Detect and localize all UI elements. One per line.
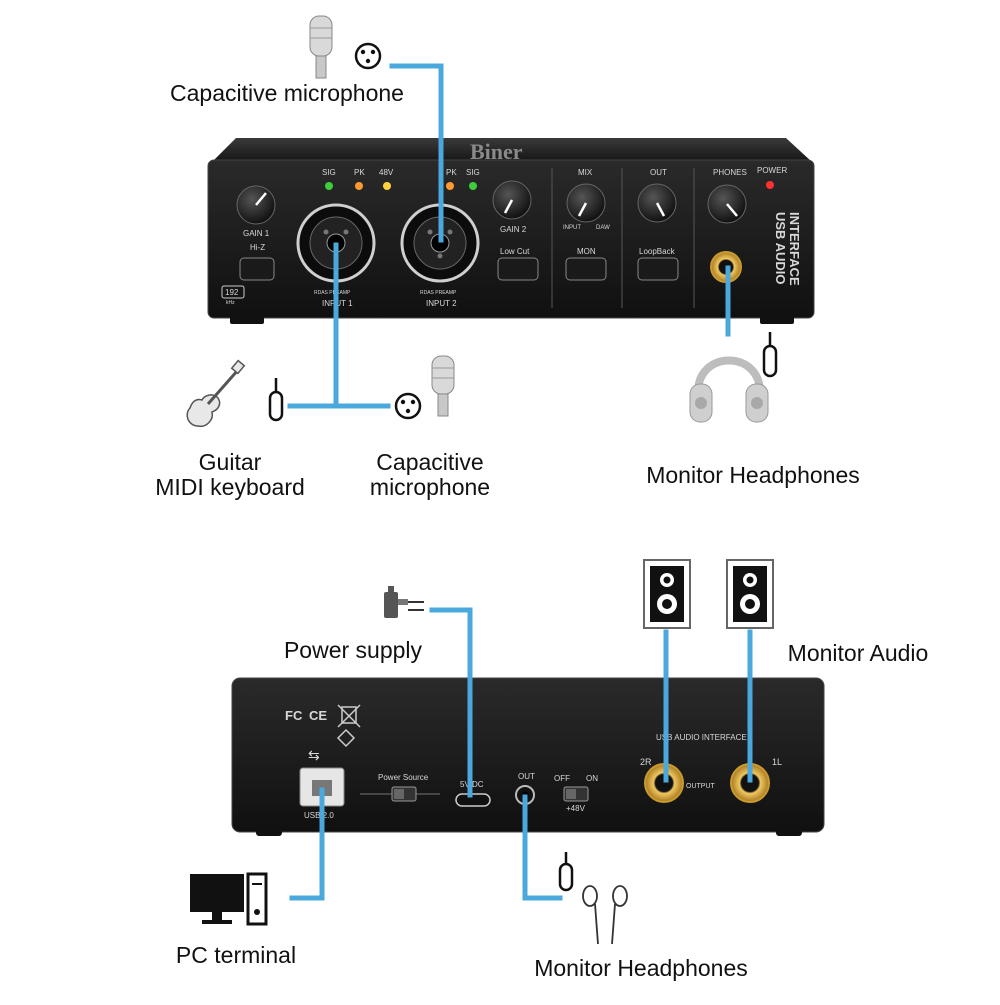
led-label-power: POWER: [757, 166, 787, 175]
guitar-icon: [186, 359, 246, 428]
label-capacitive: Capacitive: [376, 449, 484, 475]
rear-foot-right: [776, 826, 802, 836]
capacitive-microphone-icon: [431, 355, 455, 417]
jack-plug-icon: [762, 332, 778, 378]
usb-c-power-port[interactable]: [455, 793, 491, 807]
phones-knob[interactable]: [707, 184, 747, 224]
sample-rate-value: 192: [225, 288, 239, 297]
gain1-knob[interactable]: [236, 185, 276, 225]
sample-rate-badge: [221, 285, 245, 299]
hiz-button[interactable]: [239, 257, 275, 281]
power-source-switch[interactable]: [360, 786, 440, 802]
pk-led-left: [355, 182, 363, 190]
brand-logo: Biner: [470, 139, 523, 164]
usb-label: USB 2.0: [304, 811, 334, 820]
vertical-title-line2: INTERFACE: [787, 212, 802, 286]
weee-bin-icon: [337, 704, 361, 728]
phones-label: PHONES: [713, 168, 747, 177]
cert-ce: CE: [309, 708, 327, 723]
rcm-mark-icon: [336, 728, 356, 748]
output-2r-label: 2R: [640, 757, 652, 767]
gain2-label: GAIN 2: [500, 225, 527, 234]
low-cut-label: Low Cut: [500, 247, 530, 256]
capacitive-microphone-icon: [309, 15, 333, 79]
hiz-label: Hi-Z: [250, 243, 265, 252]
mix-label: MIX: [578, 168, 593, 177]
loopback-label: LoopBack: [639, 247, 676, 256]
label-monitor-audio: Monitor Audio: [787, 640, 929, 666]
led-label-sig-left: SIG: [322, 168, 336, 177]
label-power-supply: Power supply: [283, 637, 423, 663]
input1-preamp-label: RDAS PREAMP: [314, 290, 351, 296]
cable-mic-to-input2: [389, 63, 444, 243]
front-cables: [287, 63, 731, 409]
cert-fc: FC: [285, 708, 303, 723]
pc-computer-icon: [190, 872, 268, 926]
cable-rear-out-headphones: [522, 794, 563, 901]
gain1-label: GAIN 1: [243, 229, 270, 238]
power-led: [766, 181, 774, 189]
phantom-on-label: ON: [586, 774, 598, 783]
input2-label: INPUT 2: [426, 299, 457, 308]
rear-foot-left: [256, 826, 282, 836]
power-source-label: Power Source: [378, 773, 429, 782]
label-monitor-headphones-top: Monitor Headphones: [646, 462, 860, 488]
front-foot-left: [230, 316, 264, 324]
led-label-pk-left: PK: [354, 168, 365, 177]
xlr-connector-icon: [354, 42, 382, 70]
front-device-top: [212, 138, 812, 162]
phantom-label: +48V: [566, 804, 586, 813]
label-guitar: Guitar: [198, 449, 262, 475]
rear-device: FC CE ⇆ USB 2.0 Power Source 5V DC OUT: [231, 677, 825, 836]
jack-plug-icon: [268, 378, 284, 422]
phantom-off-label: OFF: [554, 774, 570, 783]
earphones-icon: [582, 885, 628, 945]
cable-power-supply: [429, 607, 473, 798]
mix-daw-label: DAW: [596, 225, 610, 231]
output-label: OUTPUT: [686, 783, 716, 790]
output-1l-label: 1L: [772, 757, 782, 767]
mix-knob[interactable]: [566, 183, 606, 223]
speaker-icon: [643, 559, 691, 629]
phantom-led: [383, 182, 391, 190]
label-monitor-headphones-bottom: Monitor Headphones: [534, 955, 748, 981]
led-label-sig-right: SIG: [466, 168, 480, 177]
gain2-knob[interactable]: [492, 180, 532, 220]
pk-led-right: [446, 182, 454, 190]
cable-usb-to-pc: [289, 787, 325, 901]
label-microphone: microphone: [369, 474, 491, 500]
led-label-48v: 48V: [379, 168, 394, 177]
sig-led-right: [469, 182, 477, 190]
mon-label: MON: [577, 247, 596, 256]
label-capacitive-microphone-top: Capacitive microphone: [170, 80, 404, 106]
label-pc-terminal: PC terminal: [175, 942, 297, 968]
label-midi-keyboard: MIDI keyboard: [155, 474, 305, 500]
sig-led-left: [325, 182, 333, 190]
low-cut-button[interactable]: [497, 257, 539, 281]
front-foot-right: [760, 316, 794, 324]
usb-symbol-icon: ⇆: [308, 747, 320, 763]
xlr-connector-icon: [394, 392, 422, 420]
out-label: OUT: [650, 168, 667, 177]
input2-combo-jack[interactable]: [400, 203, 480, 283]
speaker-icon: [726, 559, 774, 629]
mix-input-label: INPUT: [563, 225, 581, 231]
led-label-pk-right: PK: [446, 168, 457, 177]
input2-preamp-label: RDAS PREAMP: [420, 290, 457, 296]
mon-button[interactable]: [565, 257, 607, 281]
out-knob[interactable]: [637, 183, 677, 223]
jack-plug-icon: [558, 852, 574, 892]
rear-interface-title: USB AUDIO INTERFACE: [656, 733, 747, 742]
loopback-button[interactable]: [637, 257, 679, 281]
headphones-icon: [689, 356, 769, 423]
rear-cables: [289, 607, 753, 901]
sample-rate-unit: kHz: [226, 300, 235, 306]
rear-out-label: OUT: [518, 772, 535, 781]
power-adapter-icon: [384, 586, 424, 618]
phantom-power-switch[interactable]: [563, 786, 589, 802]
vertical-title-line1: USB AUDIO: [773, 212, 788, 284]
front-device: Biner SIG PK 48V PK SIG POWER GAIN 1 GAI…: [207, 138, 815, 324]
